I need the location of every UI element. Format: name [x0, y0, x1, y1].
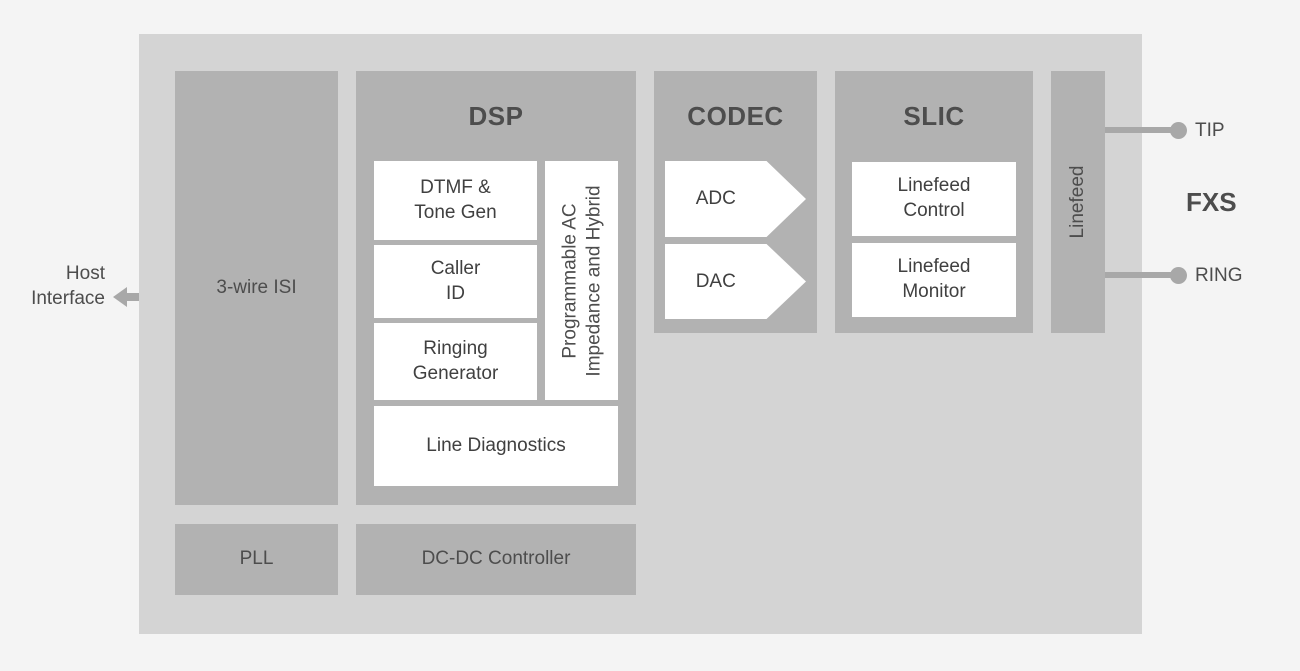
module-dac: DAC — [665, 244, 806, 319]
block-dc-dc-controller: DC-DC Controller — [356, 524, 636, 595]
module-caller-id-line1: Caller — [430, 257, 481, 279]
module-linefeed-monitor: Linefeed Monitor — [852, 243, 1016, 317]
module-ringing-generator: Ringing Generator — [374, 323, 537, 400]
module-ringing-generator-line1: Ringing — [423, 337, 488, 359]
block-pll-label: PLL — [239, 548, 274, 570]
block-dc-dc-controller-label: DC-DC Controller — [421, 548, 571, 570]
block-3-wire-isi: 3-wire ISI — [175, 71, 338, 505]
module-linefeed-monitor-line1: Linefeed — [897, 256, 971, 278]
block-slic-title: SLIC — [903, 101, 965, 131]
module-dac-label: DAC — [695, 270, 736, 292]
block-slic: SLIC Linefeed Control Linefeed Monitor — [835, 71, 1033, 333]
module-dtmf-tone-gen-line2: Tone Gen — [414, 201, 497, 223]
module-adc-label: ADC — [695, 188, 736, 209]
block-codec-title: CODEC — [687, 101, 784, 131]
host-interface-label: Host Interface — [0, 262, 105, 311]
module-caller-id: Caller ID — [374, 245, 537, 318]
tip-pin-label: TIP — [1195, 120, 1225, 141]
tip-connector-line — [1105, 127, 1180, 133]
module-programmable-ac-impedance-hybrid-text: Programmable AC Impedance and Hybrid — [558, 185, 606, 376]
module-adc: ADC — [665, 161, 806, 237]
module-linefeed-monitor-line2: Monitor — [902, 281, 966, 302]
module-linefeed-control: Linefeed Control — [852, 162, 1016, 236]
host-interface-label-line2: Interface — [31, 287, 105, 309]
chip-container: 3-wire ISI PLL DSP DTMF & Tone Gen Calle… — [139, 34, 1142, 634]
module-programmable-ac-impedance-hybrid: Programmable AC Impedance and Hybrid — [545, 161, 618, 400]
module-line-diagnostics-label: Line Diagnostics — [426, 434, 566, 456]
block-codec: CODEC ADC DAC — [654, 71, 817, 333]
module-linefeed-control-line1: Linefeed — [897, 175, 971, 197]
block-pll: PLL — [175, 524, 338, 595]
block-dsp-title: DSP — [468, 101, 524, 131]
module-linefeed-control-line2: Control — [903, 200, 965, 221]
fxs-label: FXS — [1186, 187, 1237, 217]
block-linefeed: Linefeed — [1051, 71, 1105, 333]
module-dtmf-tone-gen: DTMF & Tone Gen — [374, 161, 537, 240]
block-dsp: DSP DTMF & Tone Gen Caller ID Ringing — [356, 71, 636, 505]
block-3-wire-isi-label: 3-wire ISI — [216, 276, 297, 298]
ring-connector-dot — [1170, 267, 1187, 284]
ring-pin-label: RING — [1195, 265, 1243, 286]
module-line-diagnostics: Line Diagnostics — [374, 406, 618, 486]
block-linefeed-label: Linefeed — [1067, 165, 1089, 239]
tip-connector-dot — [1170, 122, 1187, 139]
module-ringing-generator-line2: Generator — [412, 362, 499, 384]
module-programmable-ac-impedance-hybrid-line1: Programmable AC — [558, 202, 580, 359]
module-dtmf-tone-gen-line1: DTMF & — [420, 176, 491, 198]
ring-connector-line — [1105, 272, 1180, 278]
host-interface-label-line1: Host — [65, 263, 105, 284]
module-caller-id-line2: ID — [446, 282, 465, 304]
module-programmable-ac-impedance-hybrid-line2: Impedance and Hybrid — [582, 184, 604, 377]
